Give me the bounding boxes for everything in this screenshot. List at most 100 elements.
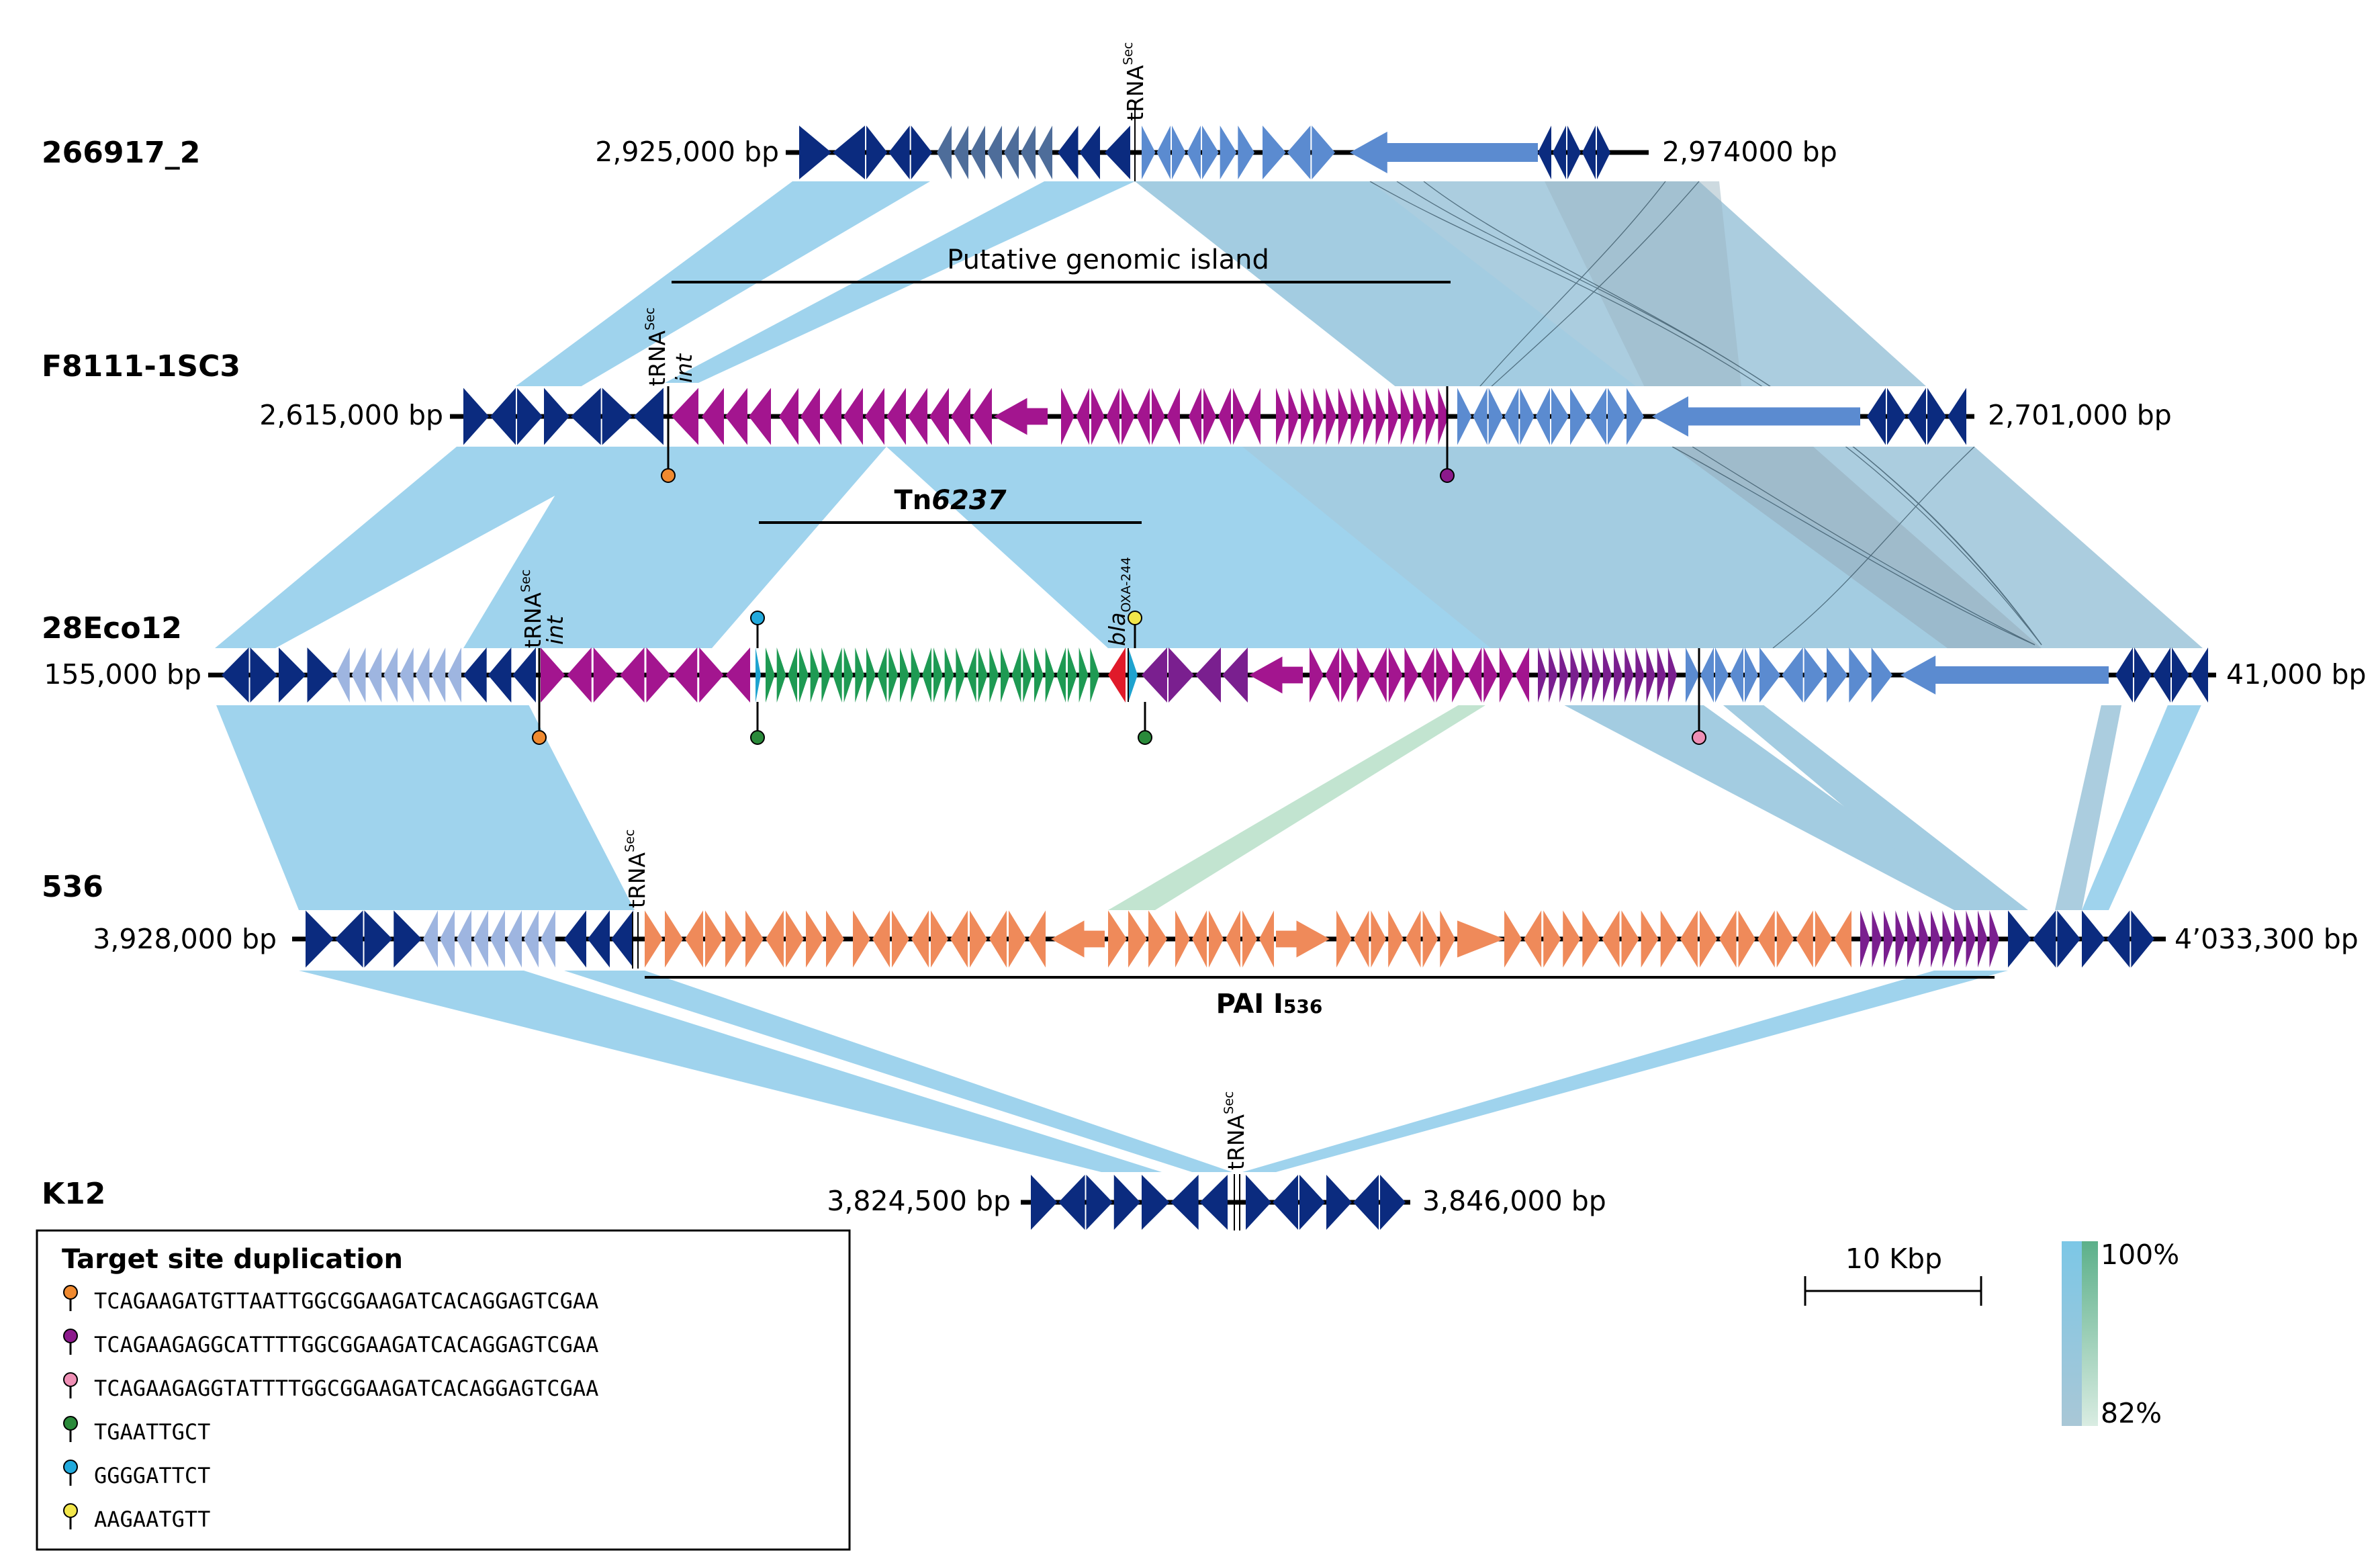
gene-arrow <box>1166 388 1180 445</box>
similarity-band <box>1672 447 2203 648</box>
gene-arrow <box>1652 396 1860 437</box>
svg-text:tRNASec: tRNASec <box>1121 42 1148 121</box>
gene-arrow <box>1927 388 1946 445</box>
gene-arrow <box>1592 647 1601 703</box>
gene-arrow <box>799 647 809 703</box>
gene-arrow <box>457 910 471 968</box>
gene-arrow <box>1782 647 1803 703</box>
gene-arrow <box>1551 388 1569 445</box>
gene-arrows <box>306 910 2154 968</box>
gene-arrow <box>646 647 671 703</box>
gene-arrow <box>1218 388 1231 445</box>
pai-label: PAI I536 <box>1216 989 1323 1020</box>
gene-arrow <box>766 910 784 968</box>
svg-text:blaOXA-244: blaOXA-244 <box>1104 557 1134 646</box>
gene-arrow <box>1602 910 1620 968</box>
gene-arrow <box>1373 647 1387 703</box>
gene-arrow <box>1299 1175 1325 1230</box>
gene-arrow <box>1919 910 1929 968</box>
trna-label-3: tRNASec <box>518 570 546 648</box>
gene-arrow <box>544 388 569 445</box>
track-start-5: 3,824,500 bp <box>827 1185 1011 1217</box>
gene-arrow <box>776 647 786 703</box>
gene-arrow <box>1028 910 1046 968</box>
gene-arrow <box>908 388 927 445</box>
gene-arrow <box>967 647 976 703</box>
gene-arrow <box>1023 647 1032 703</box>
gene-arrow <box>1380 1175 1406 1230</box>
gene-arrow <box>1895 910 1905 968</box>
gene-arrow <box>1954 910 1964 968</box>
gene-arrow <box>822 388 841 445</box>
gene-arrow <box>306 910 334 968</box>
gene-arrow <box>970 126 985 179</box>
gene-arrow <box>833 126 865 179</box>
gene-arrow <box>1079 647 1089 703</box>
gene-arrow <box>1504 910 1522 968</box>
gene-arrow <box>1504 388 1519 445</box>
legend-item-sequence: AAGAATGTT <box>94 1507 210 1532</box>
gene-arrow <box>978 647 988 703</box>
int-label-2: int <box>671 353 697 383</box>
similarity-band <box>1545 181 1746 430</box>
identity-min-label: 82% <box>2101 1397 2162 1429</box>
track-name-5: K12 <box>42 1177 105 1211</box>
track-name-2: F8111-1SC3 <box>42 349 240 384</box>
track-266917_2 <box>786 101 1652 181</box>
gene-arrow <box>1978 910 1988 968</box>
gene-arrow <box>799 126 831 179</box>
gene-arrow <box>1581 647 1590 703</box>
gene-arrow <box>1907 910 1917 968</box>
svg-text:tRNASec: tRNASec <box>518 570 546 648</box>
gene-arrow <box>1051 920 1105 958</box>
gene-arrow <box>1567 126 1581 179</box>
track-end-3: 41,000 bp <box>2226 658 2367 690</box>
tsd-legend: Target site duplication TCAGAAGATGTTAATT… <box>36 1229 851 1551</box>
gene-arrow <box>950 910 968 968</box>
svg-text:tRNASec: tRNASec <box>623 830 650 908</box>
gene-arrow <box>1597 126 1610 179</box>
gene-arrow <box>1563 910 1581 968</box>
gene-arrow <box>1353 910 1369 968</box>
gene-arrow <box>1524 910 1542 968</box>
gene-arrow <box>756 647 761 703</box>
gene-arrow <box>1259 910 1274 968</box>
gene-arrow <box>1142 647 1167 703</box>
gene-arrow <box>2115 647 2133 703</box>
gene-arrow <box>1056 647 1066 703</box>
gene-arrow <box>810 647 820 703</box>
gene-arrow <box>423 910 438 968</box>
gene-arrow <box>1776 910 1794 968</box>
gene-arrow <box>633 388 663 445</box>
gene-arrow <box>1152 388 1165 445</box>
gene-arrow <box>1457 388 1472 445</box>
gene-arrow <box>517 388 543 445</box>
gene-arrow <box>1815 910 1833 968</box>
gene-arrow <box>1034 647 1044 703</box>
gene-arrow <box>892 910 909 968</box>
gene-arrow <box>2191 647 2208 703</box>
tsd-pins <box>532 386 1706 969</box>
gene-arrow <box>1195 647 1221 703</box>
gene-arrow <box>954 126 968 179</box>
gene-arrow <box>1001 647 1010 703</box>
gene-arrow <box>1860 910 1870 968</box>
legend-item-sequence: TCAGAAGAGGTATTTTGGCGGAAGATCACAGGAGTCGAA <box>94 1376 598 1401</box>
gene-arrow <box>989 910 1007 968</box>
gene-arrow <box>1413 388 1424 445</box>
tsd-pin <box>1128 611 1142 625</box>
gene-arrow <box>1142 1175 1170 1230</box>
gene-arrow <box>1175 910 1190 968</box>
gene-arrow <box>1090 647 1099 703</box>
gene-arrow <box>843 647 854 703</box>
gene-arrow <box>1091 388 1105 445</box>
similarity-band <box>1719 702 2028 910</box>
gene-arrow <box>490 388 516 445</box>
gene-arrow <box>602 388 633 445</box>
gene-arrow <box>1136 388 1150 445</box>
legend-pin <box>63 1285 78 1300</box>
gene-arrow <box>611 910 633 968</box>
gene-arrow <box>593 647 619 703</box>
gene-arrow <box>1452 647 1466 703</box>
